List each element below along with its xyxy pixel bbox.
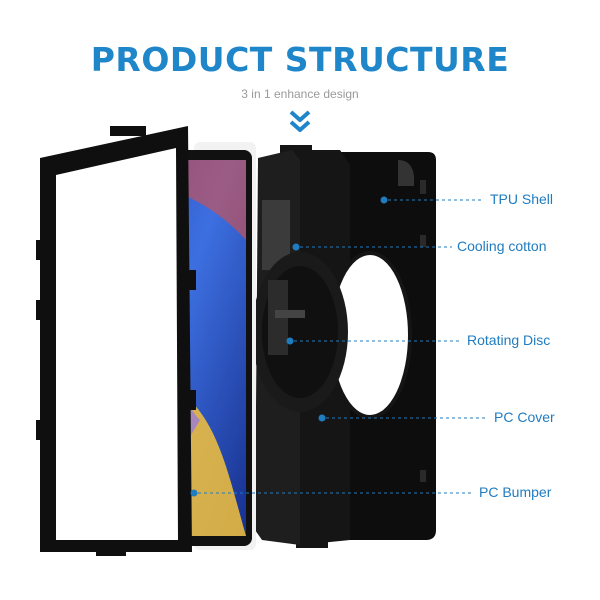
tpu-shell-dot xyxy=(380,196,388,204)
callout-label-cooling-cotton: Cooling cotton xyxy=(457,238,547,254)
rotating-disc-dot xyxy=(286,337,294,345)
pc-cover-dot xyxy=(318,414,326,422)
double-chevron-down-icon xyxy=(289,110,311,132)
pc-bumper-dot xyxy=(190,489,198,497)
callout-label-pc-bumper: PC Bumper xyxy=(479,484,552,500)
page-title: PRODUCT STRUCTURE xyxy=(90,40,510,79)
callout-label-pc-cover: PC Cover xyxy=(494,409,555,425)
page-subtitle: 3 in 1 enhance design xyxy=(241,87,359,101)
pc-bumper-layer xyxy=(36,126,196,556)
callout-label-tpu-shell: TPU Shell xyxy=(490,191,554,207)
cooling-cotton-dot xyxy=(292,243,300,251)
rotating-disc-layer xyxy=(252,150,348,545)
callout-label-rotating-disc: Rotating Disc xyxy=(467,332,551,348)
callout-leaders xyxy=(190,196,488,497)
